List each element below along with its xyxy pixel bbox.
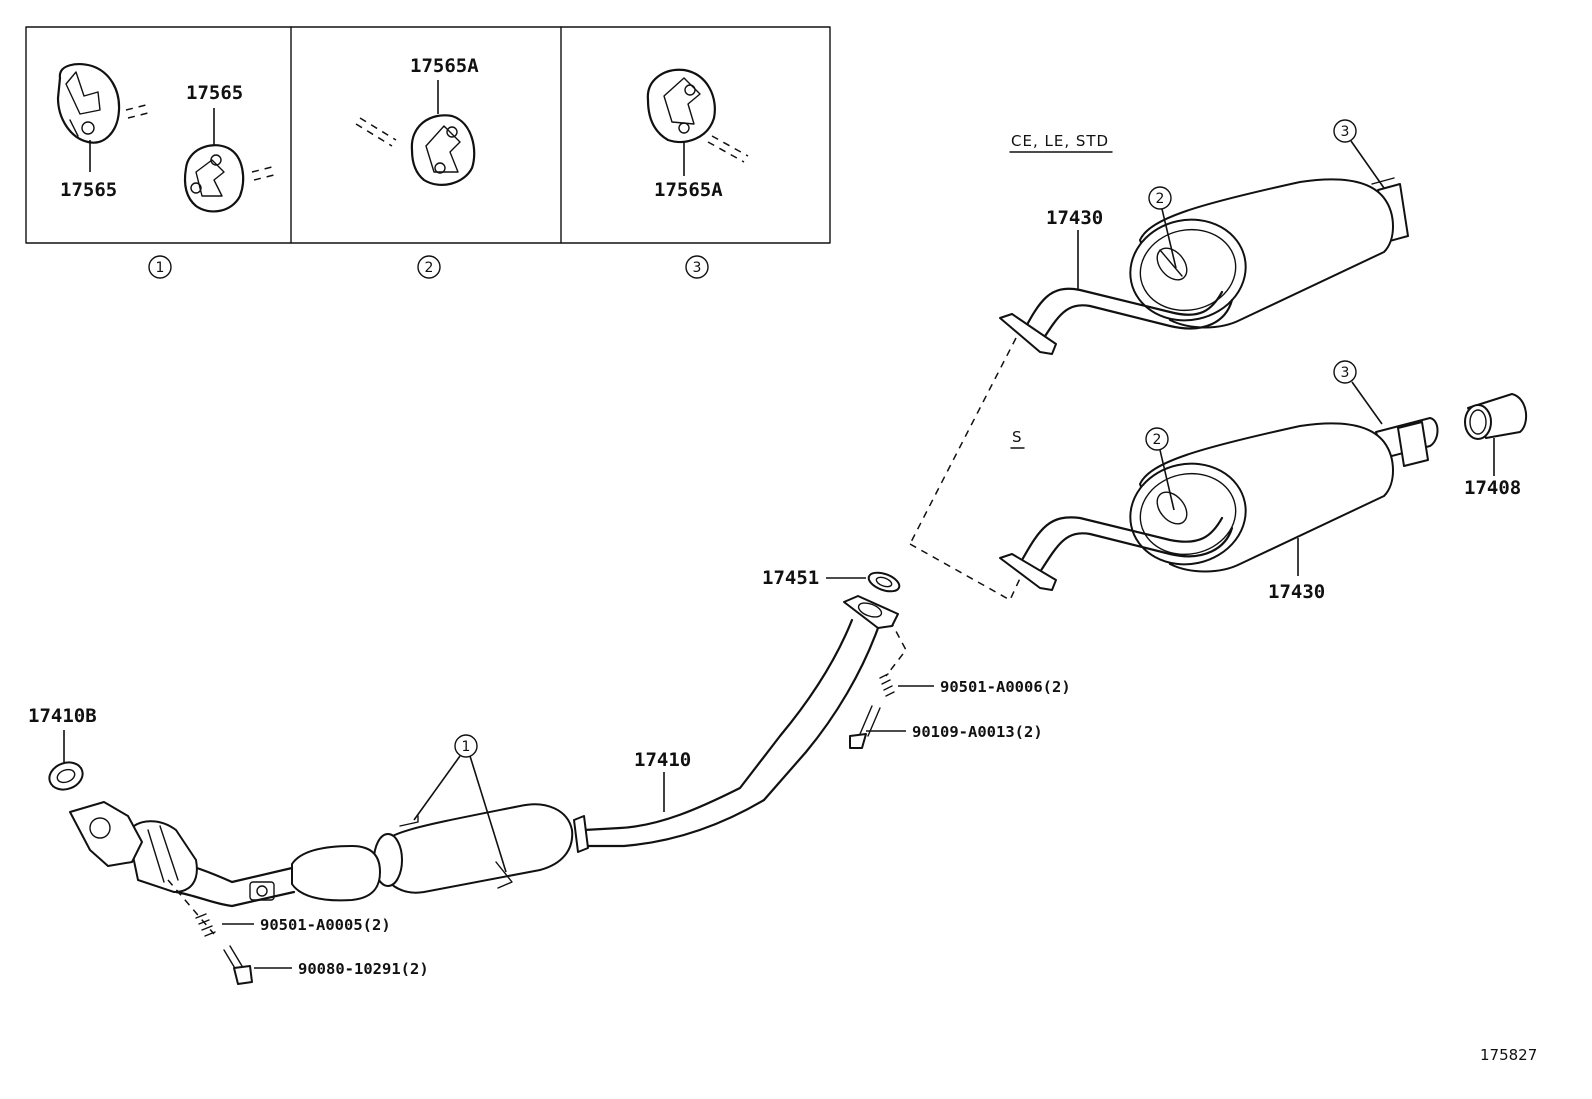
front-gasket-17410B: 17410B [28,705,97,791]
stud-dash [251,165,279,181]
svg-text:90501-A0006(2): 90501-A0006(2) [940,678,1071,696]
muffler-lower [999,417,1439,591]
rubber-hanger-17565-a [56,63,121,144]
stud-dash [355,117,397,147]
connection-dash [909,543,1023,602]
part-17410: 17410 [634,749,691,812]
gasket-17451: 17451 [762,567,901,593]
panel-callout-3: 3 [685,255,709,279]
svg-text:90501-A0005(2): 90501-A0005(2) [260,916,391,934]
svg-text:17410: 17410 [634,749,691,771]
panel-2: 17565A [355,55,479,186]
part-label: 17565 [60,179,117,201]
svg-text:CE, LE, STD: CE, LE, STD [1011,132,1109,150]
part-label: 17565 [186,82,243,104]
panel-3: 17565A [646,68,749,201]
svg-text:3: 3 [1341,365,1350,381]
svg-text:1: 1 [156,260,165,276]
variant-label-lower: S [1010,428,1025,449]
panel-1: 17565 17565 [56,63,279,213]
svg-text:3: 3 [1341,124,1350,140]
panel-callout-1: 1 [148,255,172,279]
svg-text:2: 2 [425,260,434,276]
rubber-hanger-17565A [646,68,716,144]
svg-text:17430: 17430 [1268,581,1325,603]
spring-rear: 90501-A0006(2) [879,673,1071,697]
part-label: 17565A [654,179,723,201]
svg-text:90109-A0013(2): 90109-A0013(2) [912,723,1043,741]
svg-text:17451: 17451 [762,567,819,589]
svg-text:2: 2 [1156,191,1165,207]
stud-dash [125,103,153,119]
part-17430-lower: 17430 [1268,538,1325,603]
part-label: 17565A [410,55,479,77]
connection-dash [909,337,1017,545]
tail-tip-17408: 17408 [1464,393,1528,499]
detail-panels: 17565 17565 17565A [25,26,831,279]
bolt-rear: 90109-A0013(2) [849,705,1043,749]
svg-text:17430: 17430 [1046,207,1103,229]
part-17430-upper: 17430 [1046,207,1103,290]
muffler-upper [999,177,1409,355]
callout-2-upper: 2 [1148,186,1177,269]
callout-2-lower: 2 [1145,427,1175,511]
svg-text:S: S [1012,428,1023,446]
svg-text:17410B: 17410B [28,705,97,727]
detail-panel-frame [25,26,831,244]
svg-text:17408: 17408 [1464,477,1521,499]
svg-text:3: 3 [693,260,702,276]
stud-dash [707,135,749,163]
panel-callout-2: 2 [417,255,441,279]
diagram-id: 175827 [1480,1046,1537,1064]
bolt-front: 90080-10291(2) [223,945,429,985]
callout-1-front: 1 [413,734,507,873]
svg-text:2: 2 [1153,432,1162,448]
variant-label-upper: CE, LE, STD [1009,132,1113,153]
callout-3-lower: 3 [1333,360,1383,425]
spring-front: 90501-A0005(2) [195,913,391,937]
svg-text:1: 1 [462,739,471,755]
center-pipe-17410 [69,595,899,908]
rubber-hanger-17565A [410,114,476,186]
callout-3-upper: 3 [1333,119,1385,189]
connection-dash [885,619,907,677]
rubber-hanger-17565-b [183,144,245,213]
svg-text:90080-10291(2): 90080-10291(2) [298,960,429,978]
